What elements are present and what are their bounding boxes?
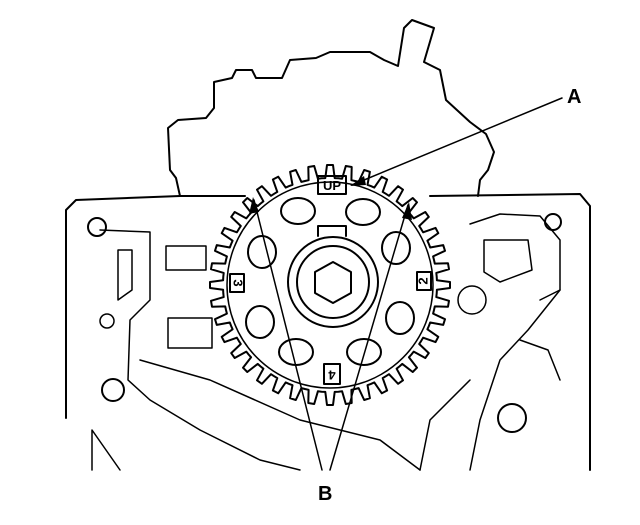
timing-mark-4-label: 4 xyxy=(328,368,336,383)
callout-b: B xyxy=(318,483,332,505)
head-pocket-right xyxy=(483,239,533,283)
head-body-outline-right xyxy=(429,193,591,471)
gear-hole-8 xyxy=(346,338,382,366)
timing-mark-2-frame xyxy=(416,271,432,291)
gear-hole-2 xyxy=(345,198,381,226)
gear-hub-inner xyxy=(296,245,370,319)
leader-b-left-line xyxy=(253,199,323,471)
timing-mark-up-frame xyxy=(317,175,347,195)
head-inner-left-2 xyxy=(117,249,133,301)
timing-mark-3-frame xyxy=(229,273,245,293)
timing-mark-4: 4 xyxy=(323,363,341,385)
callout-a: A xyxy=(567,86,581,108)
timing-mark-2-label: 2 xyxy=(415,277,430,284)
gear-root-circle xyxy=(226,181,434,389)
gear-hole-7 xyxy=(278,338,314,366)
timing-mark-up-label: UP xyxy=(323,178,341,193)
leader-a-line xyxy=(351,97,563,186)
gear-hole-6 xyxy=(385,301,415,335)
leader-b-right-line xyxy=(329,204,409,471)
head-inner-left xyxy=(99,229,301,471)
leader-b-left-arrowhead xyxy=(249,197,259,214)
leader-a xyxy=(350,97,563,186)
head-lower-rib xyxy=(419,379,471,471)
head-body-outline xyxy=(65,195,246,419)
gear-hole-1 xyxy=(280,197,316,225)
gear-hole-5 xyxy=(245,305,275,339)
timing-mark-3-label: 3 xyxy=(231,279,246,286)
gear-teeth-outline xyxy=(209,164,451,406)
head-pocket-left-2 xyxy=(167,317,213,349)
bolt-hole-left-mid xyxy=(99,313,115,329)
timing-mark-4-frame xyxy=(323,363,341,385)
leader-b-right xyxy=(329,202,412,471)
gear-hub-outer xyxy=(287,236,379,328)
head-pocket-left-1 xyxy=(165,245,207,271)
bolt-hole-top-left xyxy=(87,217,107,237)
head-rib-right xyxy=(519,289,561,381)
head-inner-rail xyxy=(139,359,421,471)
head-bottom-edge xyxy=(91,429,121,471)
bolt-hole-right-mid xyxy=(457,285,487,315)
bolt-hole-right-low xyxy=(497,403,527,433)
leader-b-right-arrowhead xyxy=(402,202,412,220)
gear-keyway xyxy=(317,225,347,237)
gear-hole-3 xyxy=(247,235,277,269)
timing-mark-up: UP xyxy=(317,175,347,195)
leader-a-arrowhead xyxy=(350,176,366,186)
gear-hole-4 xyxy=(381,231,411,265)
timing-mark-2: 2 xyxy=(415,271,432,291)
bolt-hole-top-right xyxy=(544,213,562,231)
gear-lightening-holes xyxy=(245,197,415,366)
timing-mark-3: 3 xyxy=(229,273,246,293)
upper-housing-outline xyxy=(167,19,495,197)
center-bolt-hex xyxy=(314,261,352,304)
bolt-hole-left-low xyxy=(101,378,125,402)
leader-b-left xyxy=(249,197,323,471)
